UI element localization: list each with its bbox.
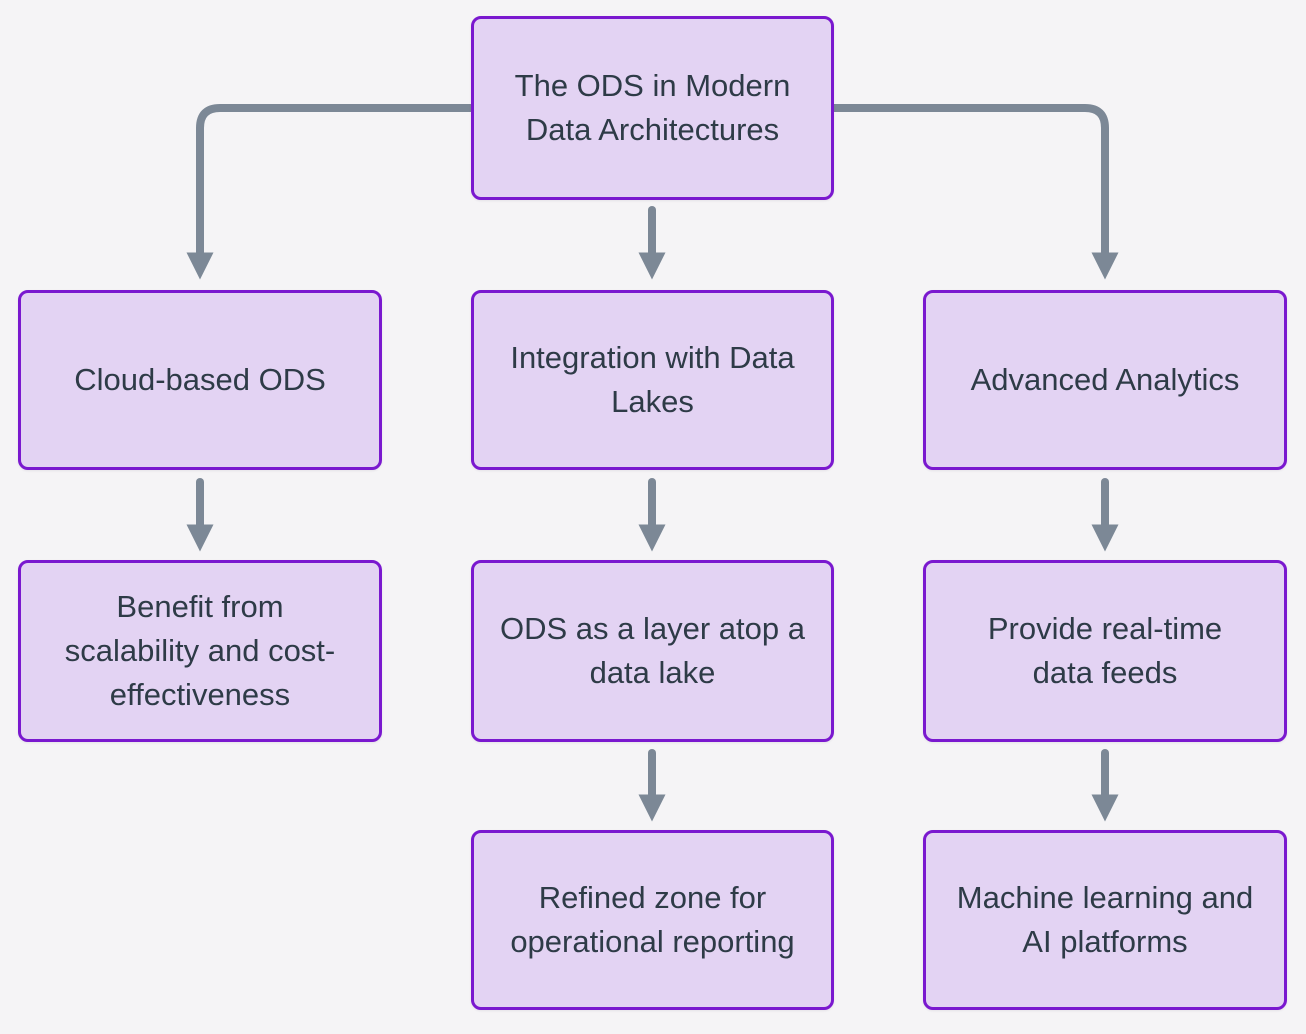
edge-root-to-cloud-arrow bbox=[186, 104, 475, 280]
node-label: The ODS in Modern Data Architectures bbox=[514, 67, 791, 147]
node-ods-in-modern-data-architectures: The ODS in Modern Data Architectures bbox=[471, 16, 834, 200]
node-provide-real-time-data-feeds: Provide real-time data feeds bbox=[923, 560, 1287, 742]
node-label: Integration with Data Lakes bbox=[510, 339, 795, 419]
node-label: Machine learning and AI platforms bbox=[956, 879, 1254, 959]
node-label: Cloud-based ODS bbox=[74, 361, 326, 397]
edge-root-to-analytics-arrow bbox=[830, 104, 1119, 280]
node-label: ODS as a layer atop a data lake bbox=[500, 610, 805, 690]
node-label: Provide real-time data feeds bbox=[987, 610, 1223, 690]
node-label: Advanced Analytics bbox=[970, 361, 1240, 397]
node-advanced-analytics: Advanced Analytics bbox=[923, 290, 1287, 470]
node-ods-layer-atop-data-lake: ODS as a layer atop a data lake bbox=[471, 560, 834, 742]
node-label: Benefit from scalability and cost- effec… bbox=[64, 588, 336, 712]
node-cloud-based-ods: Cloud-based ODS bbox=[18, 290, 382, 470]
node-integration-with-data-lakes: Integration with Data Lakes bbox=[471, 290, 834, 470]
node-label: Refined zone for operational reporting bbox=[510, 879, 795, 959]
node-machine-learning-ai-platforms: Machine learning and AI platforms bbox=[923, 830, 1287, 1010]
node-refined-zone-operational-reporting: Refined zone for operational reporting bbox=[471, 830, 834, 1010]
node-benefit-scalability-cost-effectiveness: Benefit from scalability and cost- effec… bbox=[18, 560, 382, 742]
